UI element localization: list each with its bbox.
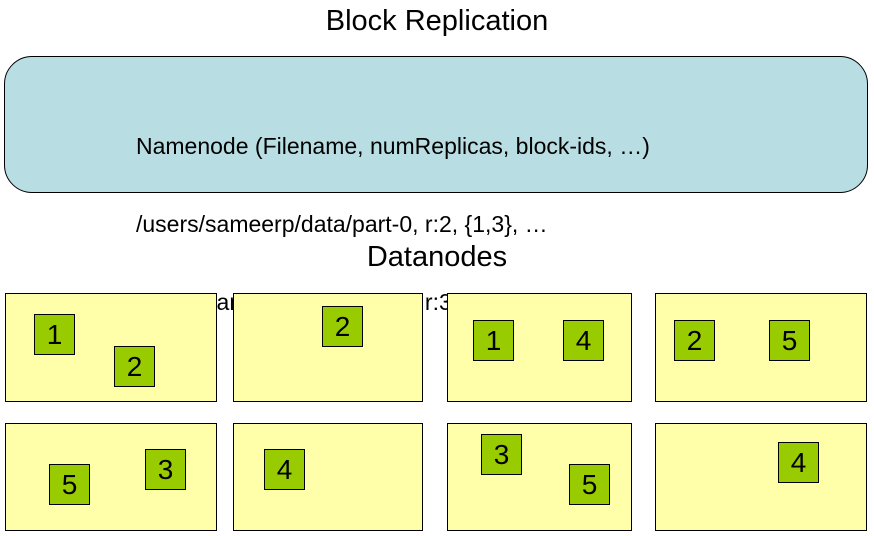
namenode-box: Namenode (Filename, numReplicas, block-i… (4, 56, 868, 315)
block-1: 1 (473, 320, 514, 361)
block-2: 2 (674, 320, 715, 361)
block-4: 4 (778, 442, 819, 483)
namenode-line-header: Namenode (Filename, numReplicas, block-i… (136, 133, 650, 159)
namenode-line-part0: /users/sameerp/data/part-0, r:2, {1,3}, … (136, 211, 548, 237)
block-1: 1 (34, 314, 75, 355)
datanode-8-box: 4 (655, 423, 867, 531)
block-3: 3 (145, 449, 186, 490)
datanode-6-box: 4 (233, 423, 423, 531)
block-4: 4 (563, 320, 604, 361)
block-2: 2 (114, 346, 155, 387)
block-4: 4 (264, 449, 305, 490)
datanode-2-box: 2 (233, 293, 423, 402)
block-5: 5 (49, 464, 90, 505)
block-2: 2 (322, 306, 363, 347)
block-5: 5 (569, 464, 610, 505)
block-5: 5 (769, 320, 810, 361)
datanodes-label: Datanodes (366, 241, 508, 273)
block-3: 3 (481, 434, 522, 475)
page-title: Block Replication (325, 5, 549, 37)
